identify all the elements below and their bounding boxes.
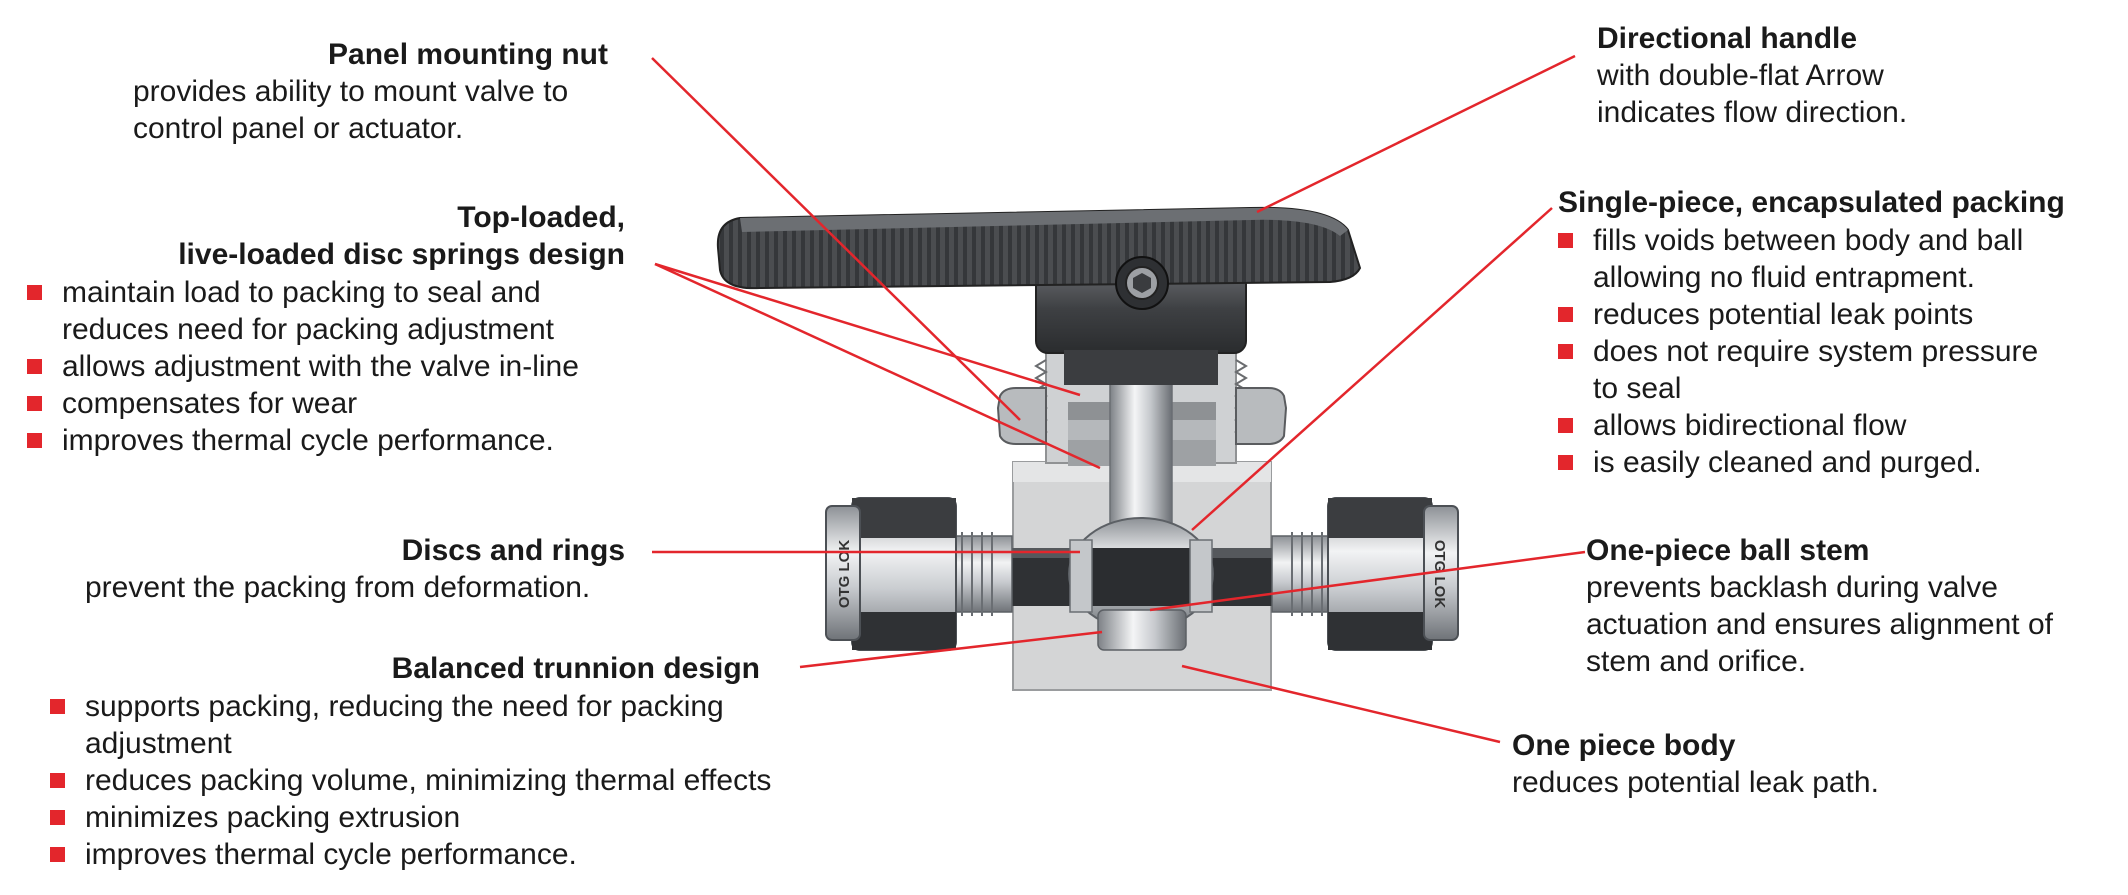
callout-title: Single-piece, encapsulated packing	[1558, 186, 2065, 219]
bullet-item: reduces packing volume, minimizing therm…	[50, 762, 771, 799]
bullet-text: allows adjustment with the valve in-line	[62, 350, 579, 383]
leader-trunnion	[799, 630, 1103, 669]
callout-line: provides ability to mount valve to	[133, 75, 569, 108]
bullet-item: maintain load to packing to seal and	[27, 274, 541, 311]
callout-line: stem and orifice.	[1586, 645, 1807, 678]
fitting-left-label: OTG LOK	[836, 540, 853, 608]
leader-body	[1181, 664, 1501, 744]
bullet-item: is easily cleaned and purged.	[1558, 444, 1982, 481]
bullet-square-icon	[27, 433, 42, 448]
bullet-item: allows bidirectional flow	[1558, 407, 1906, 444]
bullet-item: compensates for wear	[27, 385, 357, 422]
callout-line: with double-flat Arrow	[1597, 59, 1884, 92]
bullet-continuation: allowing no fluid entrapment.	[1558, 259, 1975, 296]
callout-directional-handle: Directional handle with double-flat Arro…	[1597, 20, 2077, 131]
bullet-item: improves thermal cycle performance.	[27, 422, 554, 459]
directional-handle	[716, 206, 1362, 310]
leader-disc-springs-b	[654, 262, 1101, 470]
left-tube-fitting: OTG LOK	[825, 497, 1013, 651]
panel-mounting-nut	[996, 387, 1288, 445]
bullet-continuation: reduces need for packing adjustment	[27, 311, 554, 348]
bullet-square-icon	[1558, 455, 1573, 470]
callout-title: One-piece ball stem	[1586, 534, 1870, 567]
bullet-text: supports packing, reducing the need for …	[85, 690, 724, 723]
callout-trunnion-title: Balanced trunnion design	[200, 650, 760, 687]
fitting-right-label: OTG LOK	[1431, 540, 1448, 608]
callout-line: actuation and ensures alignment of	[1586, 608, 2053, 641]
bullet-square-icon	[27, 359, 42, 374]
bullet-text: compensates for wear	[62, 387, 358, 420]
leader-packing	[1191, 207, 1553, 531]
bullet-item: improves thermal cycle performance.	[50, 836, 577, 873]
callout-packing-title: Single-piece, encapsulated packing	[1558, 184, 2118, 221]
callout-line: prevents backlash during valve	[1586, 571, 1998, 604]
bullet-text: allows bidirectional flow	[1593, 409, 1907, 442]
leader-lines	[651, 54, 1586, 744]
callout-line: prevent the packing from deformation.	[85, 571, 591, 604]
bullet-text: does not require system pressure	[1593, 335, 2039, 368]
callout-line: control panel or actuator.	[133, 112, 464, 145]
callout-one-piece-body: One piece body reduces potential leak pa…	[1512, 727, 2012, 801]
bullet-square-icon	[27, 285, 42, 300]
bullet-text: to seal	[1593, 372, 1682, 405]
bullet-text: fills voids between body and ball	[1593, 224, 2024, 257]
leader-panel-nut	[651, 57, 1021, 421]
bullet-item: does not require system pressure	[1558, 333, 2038, 370]
bullet-text: reduces potential leak points	[1593, 298, 1974, 331]
bullet-text: reduces need for packing adjustment	[62, 313, 554, 346]
callout-title: Directional handle	[1597, 22, 1858, 55]
bullet-item: minimizes packing extrusion	[50, 799, 460, 836]
bullet-text: maintain load to packing to seal and	[62, 276, 541, 309]
bullet-text: adjustment	[85, 727, 232, 760]
bullet-text: improves thermal cycle performance.	[85, 838, 577, 871]
bullet-text: minimizes packing extrusion	[85, 801, 461, 834]
bullet-square-icon	[50, 699, 65, 714]
bullet-square-icon	[27, 396, 42, 411]
bullet-text: allowing no fluid entrapment.	[1593, 261, 1975, 294]
callout-line: reduces potential leak path.	[1512, 766, 1879, 799]
bullet-item: allows adjustment with the valve in-line	[27, 348, 579, 385]
callout-title: live-loaded disc springs design	[178, 238, 625, 271]
bullet-item: supports packing, reducing the need for …	[50, 688, 724, 725]
callout-title: Balanced trunnion design	[391, 652, 760, 685]
leader-handle	[1256, 54, 1576, 214]
callout-title: One piece body	[1512, 729, 1736, 762]
callout-panel-mounting-nut: Panel mounting nut provides ability to m…	[133, 36, 608, 147]
ball-and-passage	[1005, 517, 1275, 651]
callout-title: Top-loaded,	[457, 201, 625, 234]
callout-title: Discs and rings	[401, 534, 625, 567]
callout-title: Panel mounting nut	[328, 38, 608, 71]
bullet-item: fills voids between body and ball	[1558, 222, 2023, 259]
callout-discs-and-rings: Discs and rings prevent the packing from…	[85, 532, 625, 606]
callout-line: indicates flow direction.	[1597, 96, 1908, 129]
bullet-square-icon	[50, 847, 65, 862]
bullet-square-icon	[50, 773, 65, 788]
bullet-text: is easily cleaned and purged.	[1593, 446, 1982, 479]
bullet-square-icon	[1558, 233, 1573, 248]
bullet-continuation: to seal	[1558, 370, 1681, 407]
bullet-text: improves thermal cycle performance.	[62, 424, 554, 457]
leader-ball-stem	[1149, 550, 1586, 612]
leader-disc-springs-a	[654, 262, 1081, 397]
bullet-square-icon	[1558, 418, 1573, 433]
bullet-square-icon	[1558, 344, 1573, 359]
callout-ball-stem: One-piece ball stem prevents backlash du…	[1586, 532, 2106, 680]
callout-disc-springs-title: Top-loaded, live-loaded disc springs des…	[100, 199, 625, 273]
bullet-continuation: adjustment	[50, 725, 232, 762]
bullet-square-icon	[50, 810, 65, 825]
bullet-item: reduces potential leak points	[1558, 296, 1973, 333]
bullet-square-icon	[1558, 307, 1573, 322]
bullet-text: reduces packing volume, minimizing therm…	[85, 764, 772, 797]
right-tube-fitting: OTG LOK	[1271, 497, 1459, 651]
